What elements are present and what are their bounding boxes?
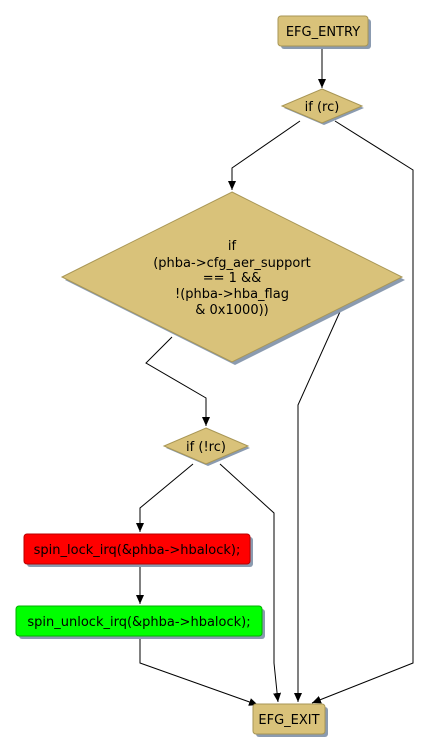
node-if-aer-support-line-2: (phba->cfg_aer_support bbox=[153, 256, 311, 271]
node-spin-unlock: spin_unlock_irq(&phba->hbalock); bbox=[15, 605, 265, 639]
node-spin-lock: spin_lock_irq(&phba->hbalock); bbox=[23, 533, 253, 567]
edge-if-not-rc-to-exit bbox=[219, 463, 282, 703]
node-if-rc-diamond bbox=[280, 88, 364, 124]
node-efg-exit: EFG_EXIT bbox=[252, 703, 328, 737]
node-if-aer-support-line-3: == 1 && bbox=[203, 271, 262, 286]
node-efg-entry-label: EFG_ENTRY bbox=[286, 25, 360, 40]
node-efg-entry-box bbox=[277, 15, 369, 47]
edge-if-aer-to-if-not-rc bbox=[145, 336, 210, 426]
node-if-rc: if (rc) bbox=[280, 88, 364, 125]
node-efg-exit-box bbox=[252, 703, 326, 735]
node-if-aer-support: if (phba->cfg_aer_support == 1 && !(phba… bbox=[60, 191, 405, 365]
edge-spin-unlock-to-exit bbox=[139, 637, 259, 706]
edge-if-not-rc-to-spin-lock bbox=[136, 463, 194, 532]
node-spin-unlock-box bbox=[15, 605, 263, 637]
edge-if-rc-to-if-aer bbox=[228, 120, 301, 190]
node-spin-unlock-label: spin_unlock_irq(&phba->hbalock); bbox=[27, 615, 250, 630]
node-spin-lock-box bbox=[23, 533, 251, 565]
edge-if-aer-to-exit bbox=[294, 304, 344, 702]
node-if-aer-support-line-4: !(phba->hba_flag bbox=[175, 287, 289, 302]
node-spin-lock-label: spin_lock_irq(&phba->hbalock); bbox=[34, 543, 241, 558]
edges bbox=[136, 47, 414, 706]
edge-if-rc-to-exit bbox=[311, 120, 414, 704]
node-if-not-rc-diamond bbox=[162, 427, 250, 465]
node-if-not-rc-label: if (!rc) bbox=[186, 440, 226, 455]
node-efg-entry: EFG_ENTRY bbox=[277, 15, 371, 49]
node-if-aer-support-line-1: if bbox=[228, 239, 237, 254]
node-if-aer-support-diamond bbox=[60, 191, 404, 363]
node-efg-exit-label: EFG_EXIT bbox=[258, 713, 319, 728]
node-if-not-rc: if (!rc) bbox=[162, 427, 250, 466]
node-if-rc-label: if (rc) bbox=[305, 100, 340, 115]
node-if-aer-support-line-5: & 0x1000)) bbox=[195, 303, 268, 318]
